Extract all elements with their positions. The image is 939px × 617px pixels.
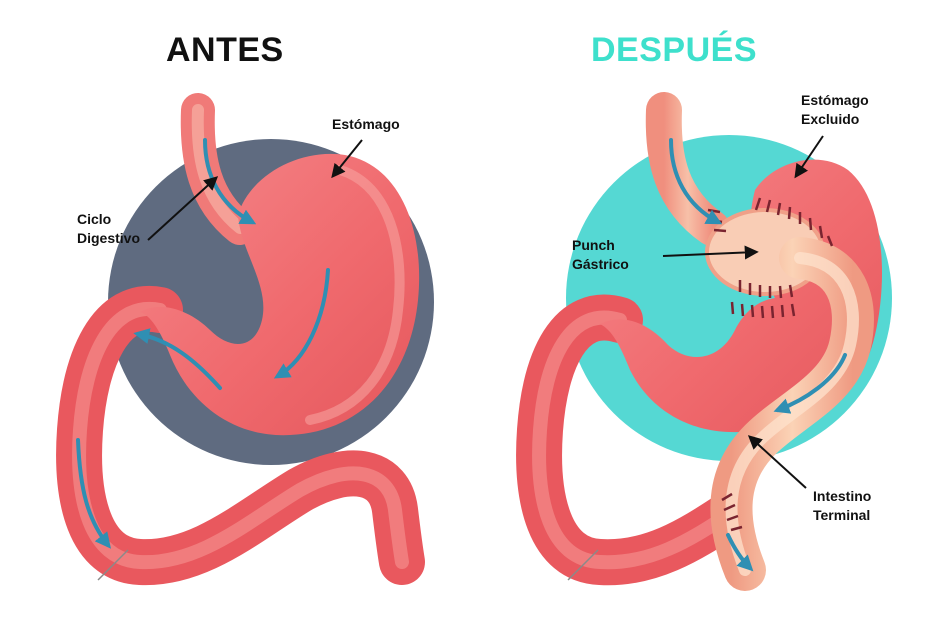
label-stomach: Estómago bbox=[332, 115, 400, 134]
after-leader-punch bbox=[662, 245, 759, 260]
after-flow-arrow-esophagus bbox=[669, 138, 723, 225]
before-heading: ANTES bbox=[166, 31, 284, 69]
after-flow-arrow-distal bbox=[726, 533, 754, 572]
label-excluded-stomach-line2: Excluido bbox=[801, 111, 860, 127]
before-flow-arrow-stomach bbox=[273, 268, 330, 379]
label-terminal-intestine: Intestino Terminal bbox=[813, 487, 871, 525]
label-gastric-punch-line1: Punch bbox=[572, 237, 615, 253]
label-excluded-stomach: Estómago Excluido bbox=[801, 91, 869, 129]
label-stomach-text: Estómago bbox=[332, 116, 400, 132]
after-leader-excluded bbox=[794, 135, 824, 179]
before-flow-arrow-intestine bbox=[76, 438, 111, 549]
before-flow-arrow-pylorus bbox=[133, 328, 222, 390]
after-esophagus bbox=[645, 92, 730, 246]
label-digestive-cycle: Ciclo Digestivo bbox=[77, 210, 140, 248]
before-leader-cycle bbox=[147, 176, 219, 241]
label-gastric-punch: Punch Gástrico bbox=[572, 236, 629, 274]
before-leader-stomach bbox=[331, 139, 363, 179]
label-terminal-intestine-line1: Intestino bbox=[813, 488, 872, 504]
before-stomach bbox=[140, 153, 420, 436]
label-gastric-punch-line2: Gástrico bbox=[572, 256, 629, 272]
before-panel bbox=[56, 93, 434, 586]
label-digestive-cycle-line2: Digestivo bbox=[77, 230, 141, 246]
label-digestive-cycle-line1: Ciclo bbox=[77, 211, 112, 227]
after-flow-arrow-roux bbox=[773, 353, 847, 414]
after-leader-intestine bbox=[747, 435, 807, 489]
label-excluded-stomach-line1: Estómago bbox=[801, 92, 869, 108]
label-terminal-intestine-line2: Terminal bbox=[813, 507, 871, 523]
after-heading: DESPUÉS bbox=[591, 31, 757, 69]
after-panel bbox=[516, 92, 892, 591]
